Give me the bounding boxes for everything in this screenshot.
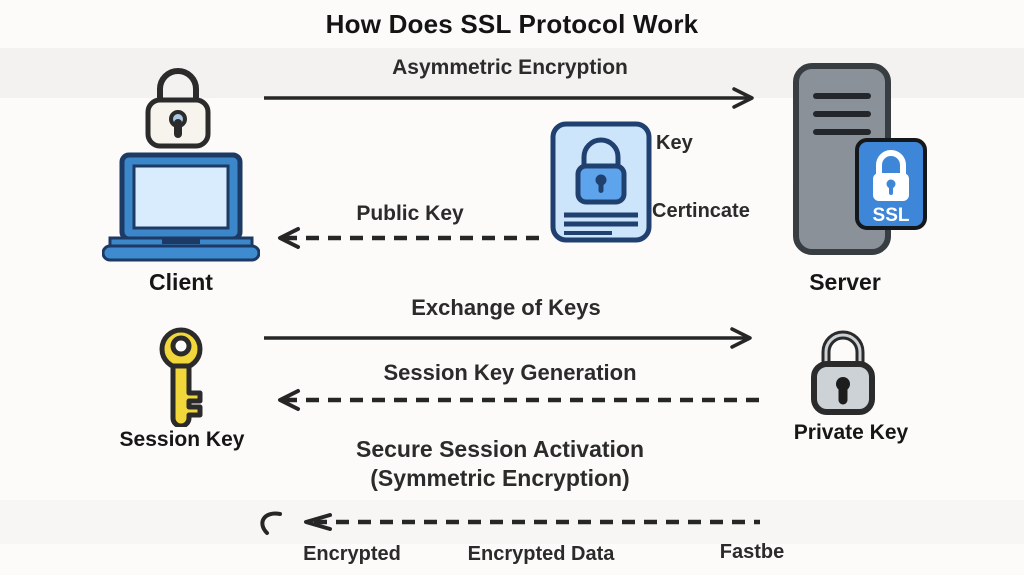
client-padlock-icon xyxy=(145,68,211,149)
arrow-public-key-left xyxy=(278,227,542,249)
arrow-session-generation-left xyxy=(278,389,760,411)
flow-label-asymmetric-encryption: Asymmetric Encryption xyxy=(392,56,628,79)
curl-mark-icon xyxy=(260,511,282,535)
ssl-badge-icon: SSL xyxy=(855,138,927,230)
certificate-icon xyxy=(550,121,652,243)
session-key-label: Session Key xyxy=(119,428,245,451)
flow-label-secure-session-activation: Secure Session Activation xyxy=(355,436,645,462)
flow-label-session-key-generation: Session Key Generation xyxy=(383,360,637,385)
private-key-label: Private Key xyxy=(793,421,909,444)
session-key-icon xyxy=(159,327,203,427)
ssl-badge-label: SSL xyxy=(873,205,910,226)
footer-label-encrypted: Encrypted xyxy=(303,543,401,565)
flow-label-public-key: Public Key xyxy=(356,202,464,225)
flow-label-exchange-of-keys: Exchange of Keys xyxy=(411,295,601,320)
flow-label-symmetric-encryption: (Symmetric Encryption) xyxy=(370,465,630,491)
certificate-key-label: Key xyxy=(656,132,693,154)
private-key-padlock-icon xyxy=(811,330,875,415)
arrow-exchange-right xyxy=(264,327,752,349)
arrow-asymmetric-right xyxy=(264,87,754,109)
arrow-secure-session-left xyxy=(304,513,760,531)
client-label: Client xyxy=(149,269,213,295)
client-laptop-icon xyxy=(102,152,260,262)
page-title: How Does SSL Protocol Work xyxy=(325,9,699,39)
footer-label-fastbe: Fastbe xyxy=(719,541,785,563)
footer-label-encrypted-data: Encrypted Data xyxy=(467,543,615,565)
certificate-cert-label: Certincate xyxy=(652,200,750,222)
server-label: Server xyxy=(809,269,881,295)
